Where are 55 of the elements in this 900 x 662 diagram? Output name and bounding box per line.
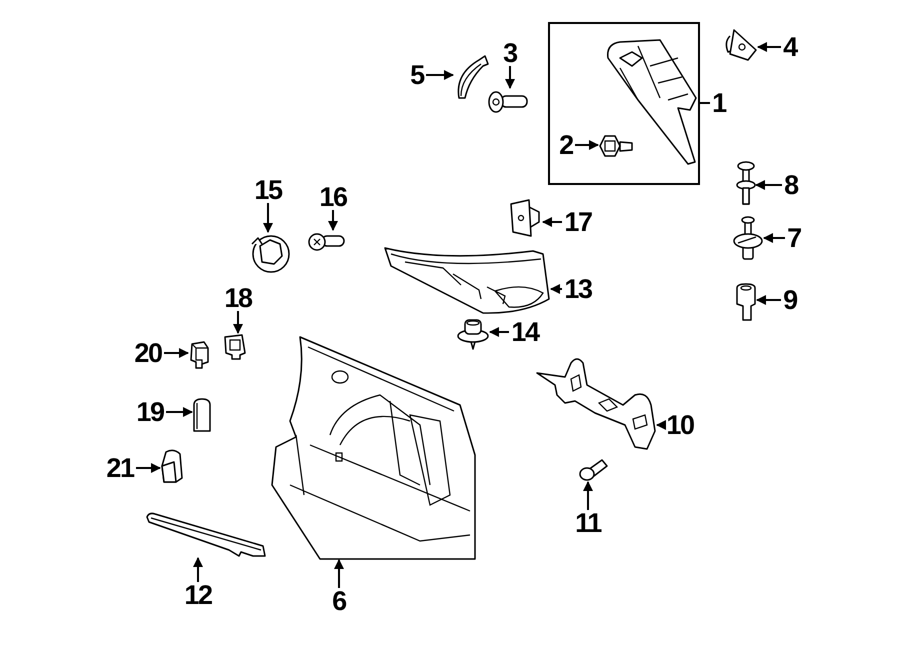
bolt-drawing — [598, 133, 634, 159]
callout-number: 7 — [784, 223, 804, 253]
side-panel-drawing — [270, 335, 475, 560]
callout-number: 15 — [251, 175, 285, 205]
callout-number: 9 — [780, 285, 800, 315]
callout-number: 14 — [508, 317, 542, 347]
clip-drawing — [188, 340, 210, 370]
leader-arrow — [763, 233, 785, 243]
leader-arrow — [233, 311, 243, 334]
leader-arrow — [263, 203, 273, 233]
callout-number: 16 — [316, 182, 350, 212]
frame-box — [548, 22, 700, 185]
callout-number: 1 — [709, 88, 729, 118]
leader-arrow — [583, 481, 593, 510]
leader-arrow — [193, 557, 203, 582]
callout-number: 21 — [103, 453, 137, 483]
callout-number: 10 — [663, 410, 697, 440]
callout-number: 5 — [407, 60, 427, 90]
callout-number: 12 — [181, 580, 215, 610]
push-pin-drawing — [732, 215, 764, 261]
leader-arrow — [166, 407, 193, 417]
cap-drawing — [192, 397, 212, 433]
leader-arrow — [656, 420, 666, 430]
callout-number: 8 — [781, 170, 801, 200]
bolt-drawing — [578, 458, 608, 482]
leader-line — [700, 102, 710, 104]
clip-nut-drawing — [509, 198, 543, 238]
cap-drawing — [160, 448, 184, 484]
callout-number: 3 — [500, 38, 520, 68]
leader-arrow — [756, 295, 781, 305]
leader-arrow — [575, 140, 599, 150]
callout-number: 18 — [221, 283, 255, 313]
leader-arrow — [755, 180, 782, 190]
callout-number: 13 — [561, 274, 595, 304]
callout-number: 19 — [133, 397, 167, 427]
leader-arrow — [550, 284, 562, 294]
leader-arrow — [757, 42, 781, 52]
leader-arrow — [426, 70, 454, 80]
callout-number: 20 — [131, 338, 165, 368]
callout-number: 4 — [780, 32, 800, 62]
push-pin-drawing — [736, 160, 756, 206]
callout-number: 2 — [556, 130, 576, 160]
leader-arrow — [136, 463, 161, 473]
leader-arrow — [164, 348, 189, 358]
retainer-clip-drawing — [222, 333, 248, 361]
callout-number: 11 — [571, 508, 605, 538]
pin-drawing — [735, 282, 757, 322]
leader-arrow — [489, 327, 509, 337]
leader-arrow — [328, 210, 338, 231]
leader-arrow — [505, 66, 515, 89]
trim-strip-drawing — [145, 512, 267, 558]
leader-arrow — [542, 217, 562, 227]
callout-number: 6 — [329, 586, 349, 616]
leader-arrow — [334, 559, 344, 588]
callout-number: 17 — [561, 207, 595, 237]
